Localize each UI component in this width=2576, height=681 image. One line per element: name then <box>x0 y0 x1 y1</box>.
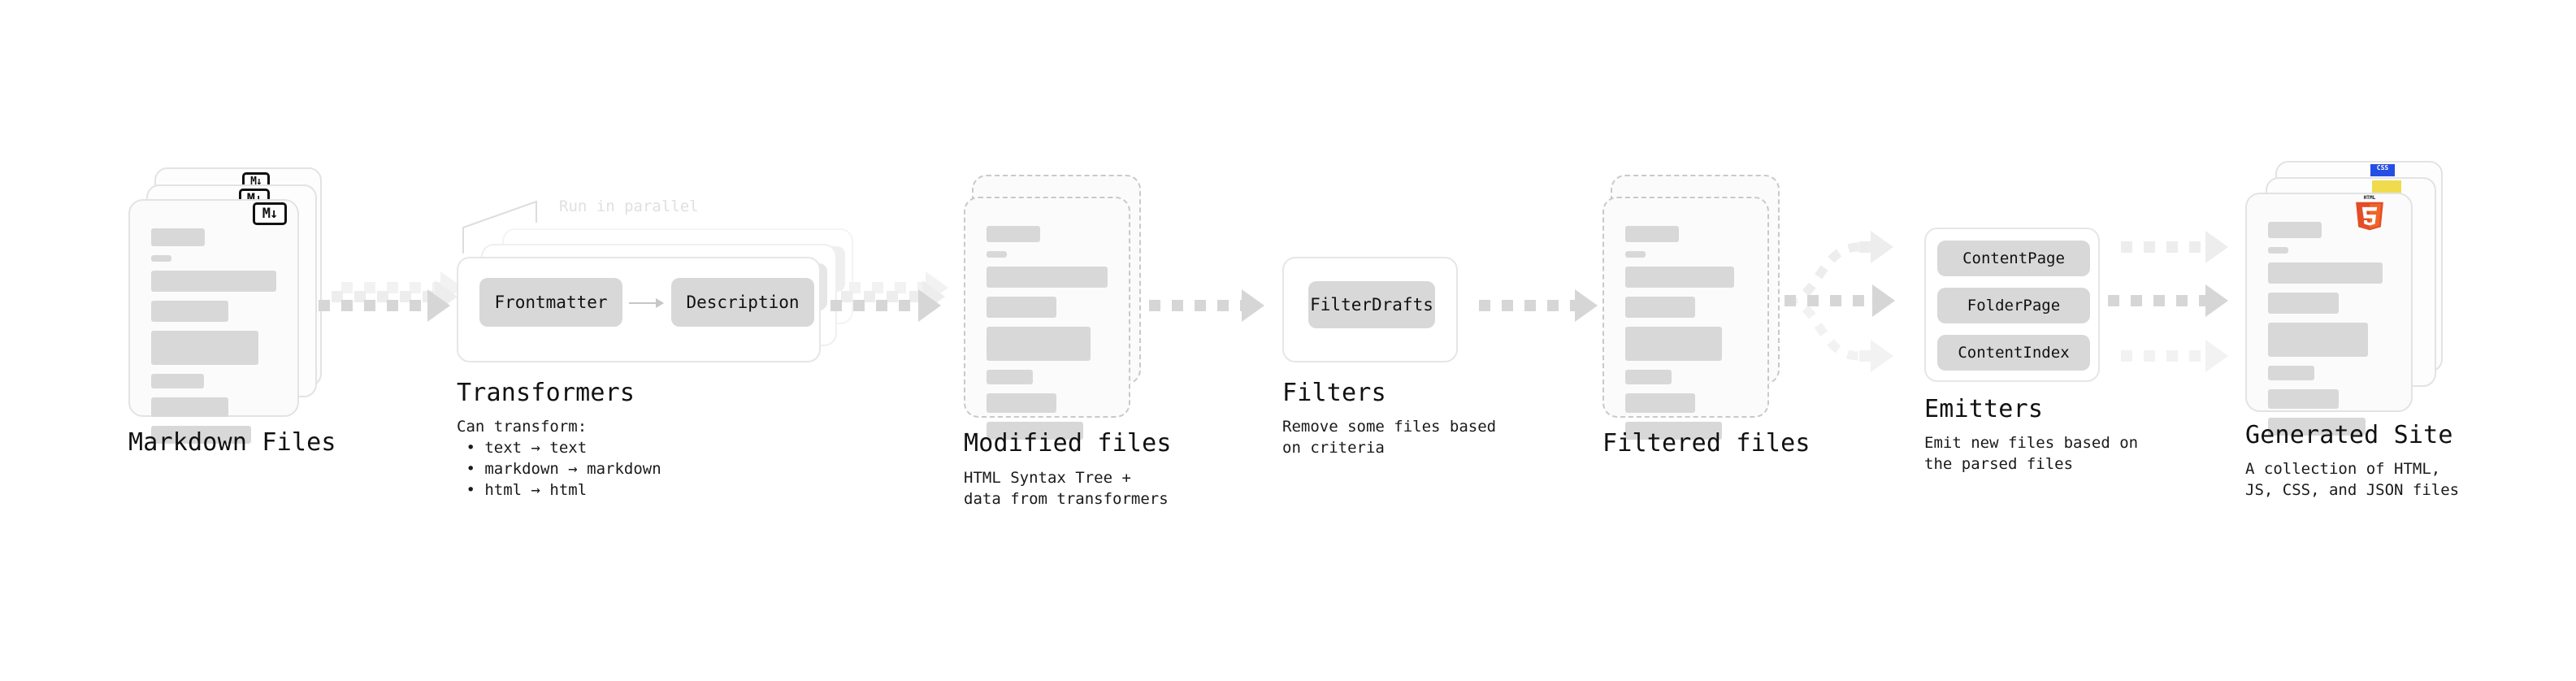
arrow-dash <box>2108 295 2207 306</box>
site-card-lines <box>2268 222 2390 445</box>
filtered-card-front <box>1602 197 1769 440</box>
html5-badge-icon: HTML <box>2356 195 2383 231</box>
arrow-head <box>1242 289 1264 322</box>
markdown-files-title: Markdown Files <box>128 428 336 457</box>
arrow-head <box>1872 284 1895 317</box>
arrow-dash <box>1149 300 1243 311</box>
generated-site-subtitle: A collection of HTML, JS, CSS, and JSON … <box>2245 460 2460 499</box>
filters-panel: FilterDrafts <box>1282 257 1458 362</box>
markdown-card-lines <box>151 228 276 453</box>
filtered-files-title: Filtered files <box>1602 429 1811 458</box>
emitters-title: Emitters <box>1924 395 2044 423</box>
arrow-head <box>1871 231 1893 263</box>
markdown-card-front <box>128 199 299 444</box>
arrow-dash <box>1859 350 1872 362</box>
arrow-modified-to-filters <box>1149 289 1264 322</box>
transformer-panel-front: Frontmatter Description <box>457 257 821 362</box>
arrow-dash <box>332 291 436 302</box>
arrow-dash <box>2121 350 2207 362</box>
branch-curves <box>1785 242 1860 361</box>
chip-filterdrafts[interactable]: FilterDrafts <box>1308 281 1435 328</box>
generated-site-title: Generated Site <box>2245 421 2453 449</box>
chip-contentpage[interactable]: ContentPage <box>1937 241 2090 276</box>
transformer-inner-arrow-1 <box>629 298 664 308</box>
transformers-title: Transformers <box>457 379 635 407</box>
arrow-dash <box>841 291 924 302</box>
chip-folderpage[interactable]: FolderPage <box>1937 288 2090 323</box>
arrow-dash <box>341 282 442 293</box>
run-in-parallel-bracket <box>462 200 537 254</box>
arrow-head <box>1871 340 1893 372</box>
filters-title: Filters <box>1282 379 1386 407</box>
chip-frontmatter[interactable]: Frontmatter <box>479 278 622 327</box>
arrow-dash <box>1479 300 1576 311</box>
svg-text:HTML: HTML <box>2364 195 2376 201</box>
modified-files-title: Modified files <box>964 429 1172 458</box>
filtered-card-lines <box>1625 226 1746 449</box>
modified-files-subtitle: HTML Syntax Tree + data from transformer… <box>964 469 1169 508</box>
arrow-head <box>2205 284 2228 317</box>
arrow-dash <box>2121 241 2207 253</box>
emitters-subtitle: Emit new files based on the parsed files <box>1924 434 2139 473</box>
arrow-head <box>1575 289 1598 322</box>
modified-card-front <box>964 197 1130 440</box>
arrow-dash <box>1859 241 1872 253</box>
run-in-parallel-label: Run in parallel <box>559 197 699 215</box>
arrow-filters-to-filtered <box>1479 289 1598 322</box>
arrow-head <box>2205 340 2228 372</box>
site-card-front <box>2245 193 2413 436</box>
arrow-head <box>427 289 450 322</box>
arrow-head <box>2205 231 2228 263</box>
emitters-panel: ContentPage FolderPage ContentIndex <box>1924 228 2100 382</box>
arrow-head <box>918 289 941 322</box>
chip-contentindex[interactable]: ContentIndex <box>1937 335 2090 371</box>
arrow-dash <box>319 300 429 311</box>
arrow-dash <box>849 282 927 293</box>
transformers-subtitle: Can transform: • text → text • markdown … <box>457 418 661 499</box>
chip-description[interactable]: Description <box>671 278 814 327</box>
arrow-dash <box>830 300 920 311</box>
modified-card-lines <box>987 226 1108 449</box>
css3-badge-icon: CSS <box>2370 164 2395 176</box>
filters-subtitle: Remove some files based on criteria <box>1282 418 1497 457</box>
markdown-badge-icon: M↓ <box>253 202 287 225</box>
arrow-dash <box>1785 295 1874 306</box>
